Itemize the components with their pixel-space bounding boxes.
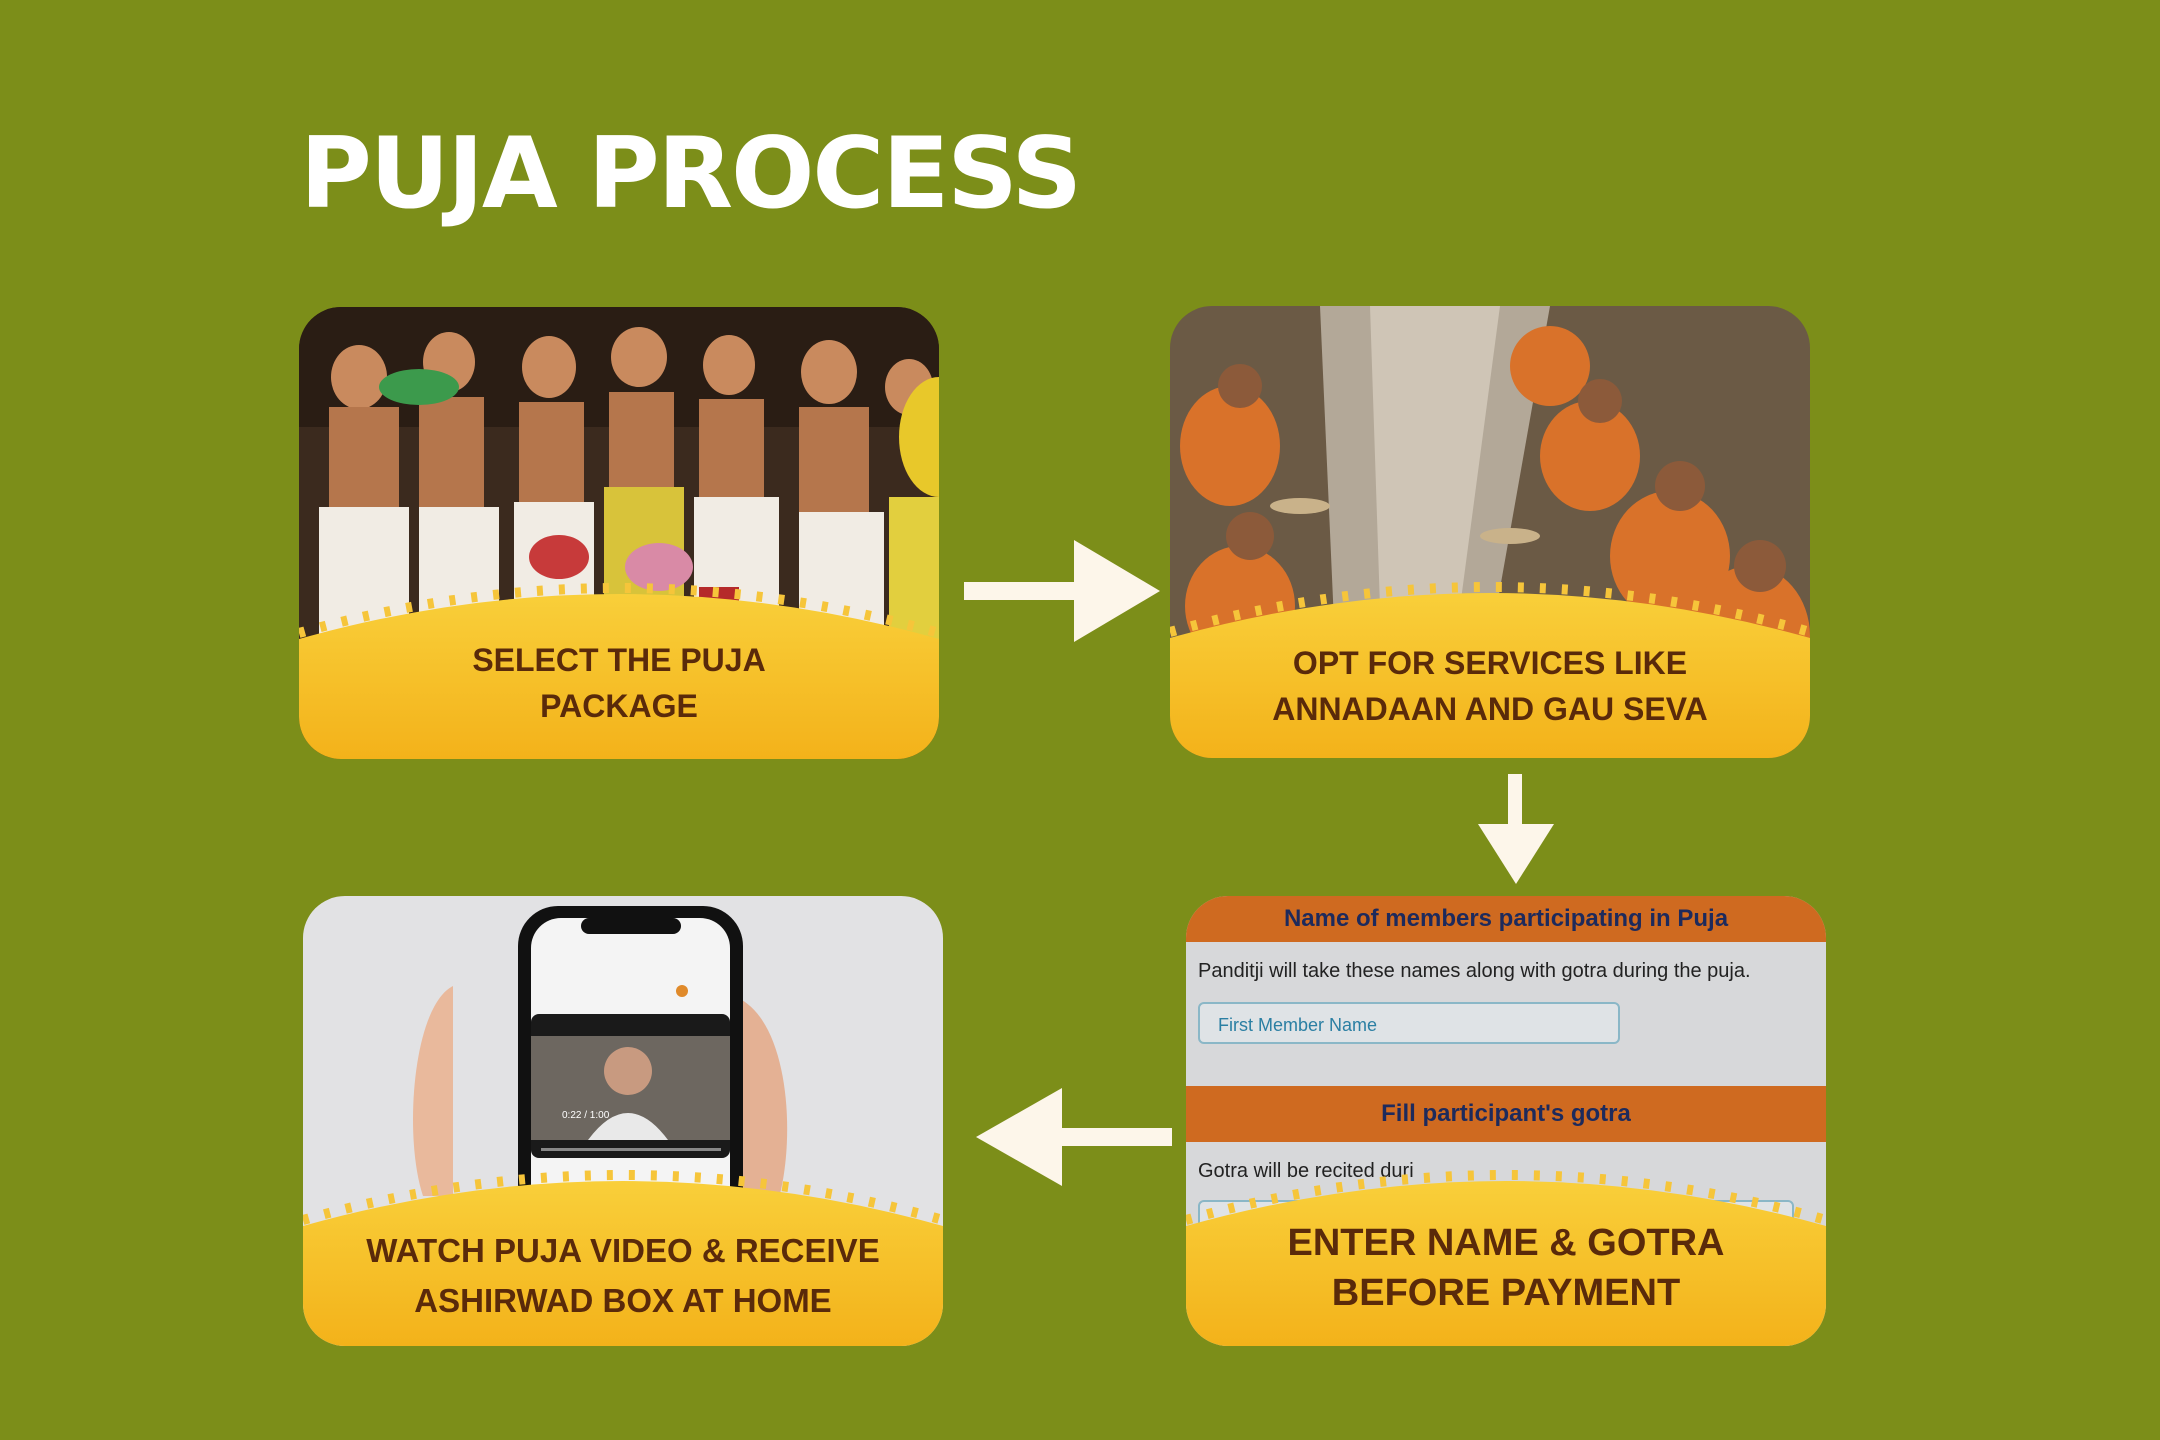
arrow-right-icon — [964, 540, 1160, 642]
caption-line: WATCH PUJA VIDEO & RECEIVE — [366, 1232, 880, 1269]
caption-line: ENTER NAME & GOTRA — [1287, 1222, 1725, 1264]
caption-line: PACKAGE — [540, 688, 698, 724]
step-card-watch-video: 0:22 / 1:00 WATCH PUJA VIDEO & RECEIVE A… — [303, 896, 943, 1346]
caption-scallop — [1170, 582, 1810, 758]
caption-line: ANNADAAN AND GAU SEVA — [1272, 691, 1708, 727]
step-card-services: OPT FOR SERVICES LIKE ANNADAAN AND GAU S… — [1170, 306, 1810, 758]
arrow-down-icon — [1478, 774, 1554, 884]
members-note: Panditji will take these names along wit… — [1198, 960, 1751, 982]
step-card-name-gotra: Name of members participating in Puja Pa… — [1186, 896, 1826, 1346]
step-caption: ENTER NAME & GOTRA BEFORE PAYMENT — [1216, 1218, 1796, 1318]
video-time: 0:22 / 1:00 — [562, 1110, 610, 1121]
arrow-left-icon — [976, 1088, 1172, 1186]
step-caption: SELECT THE PUJA PACKAGE — [329, 637, 909, 729]
caption-line: BEFORE PAYMENT — [1331, 1272, 1681, 1314]
caption-scallop — [303, 1170, 943, 1346]
step-card-select-package: SELECT THE PUJA PACKAGE — [299, 307, 939, 759]
step-caption: WATCH PUJA VIDEO & RECEIVE ASHIRWAD BOX … — [333, 1226, 913, 1326]
step-caption: OPT FOR SERVICES LIKE ANNADAAN AND GAU S… — [1200, 640, 1780, 732]
caption-scallop — [1186, 1170, 1826, 1346]
caption-line: SELECT THE PUJA — [472, 642, 766, 678]
members-heading: Name of members participating in Puja — [1186, 896, 1826, 942]
page-title: PUJA PROCESS — [300, 117, 1082, 231]
puja-ceremony-photo — [299, 307, 939, 759]
first-member-name-input: First Member Name — [1198, 1002, 1620, 1044]
gotra-note: Gotra will be recited duri — [1198, 1160, 1414, 1182]
gotra-heading: Fill participant's gotra — [1186, 1086, 1826, 1142]
caption-line: OPT FOR SERVICES LIKE — [1292, 645, 1688, 681]
caption-line: ASHIRWAD BOX AT HOME — [414, 1282, 832, 1319]
caption-scallop — [299, 583, 939, 759]
annadaan-photo — [1170, 306, 1810, 758]
